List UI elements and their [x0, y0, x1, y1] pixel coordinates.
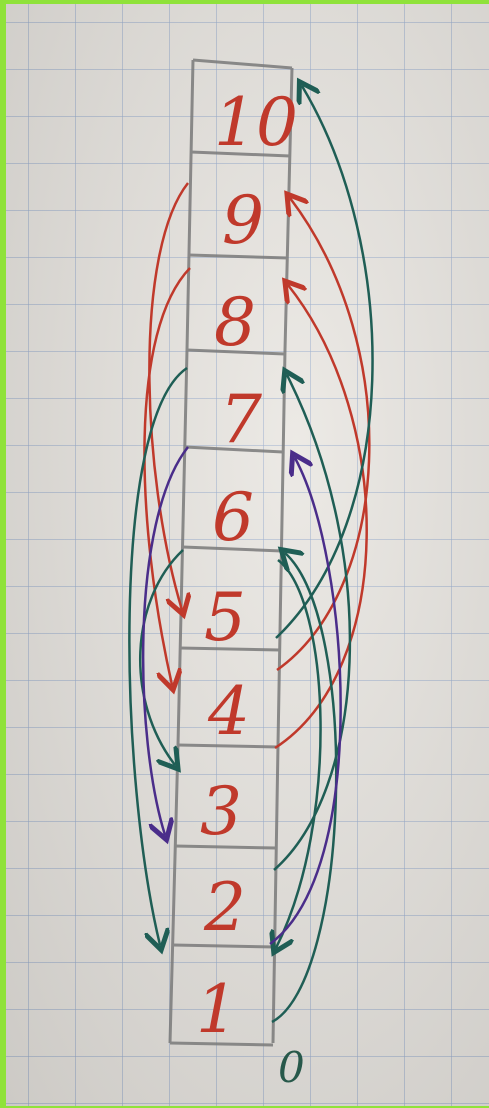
number-2: 2 — [203, 869, 246, 946]
number-3: 3 — [200, 773, 242, 850]
green-arrow — [274, 375, 350, 870]
number-4: 4 — [207, 673, 250, 750]
zero-label: 0 — [278, 1043, 305, 1092]
ladder-numbers: 10 9 8 7 6 5 4 3 2 1 — [196, 84, 298, 1048]
ladder-rung — [193, 60, 292, 68]
number-8: 8 — [214, 284, 256, 361]
red-arrow — [275, 285, 367, 748]
number-6: 6 — [212, 479, 254, 556]
number-7: 7 — [220, 381, 262, 458]
green-arrow — [276, 560, 321, 948]
number-10: 10 — [214, 84, 298, 161]
number-1: 1 — [196, 971, 238, 1048]
number-5: 5 — [204, 579, 246, 656]
green-arrow — [129, 368, 187, 945]
red-arrows — [144, 183, 369, 748]
number-9: 9 — [222, 182, 264, 259]
